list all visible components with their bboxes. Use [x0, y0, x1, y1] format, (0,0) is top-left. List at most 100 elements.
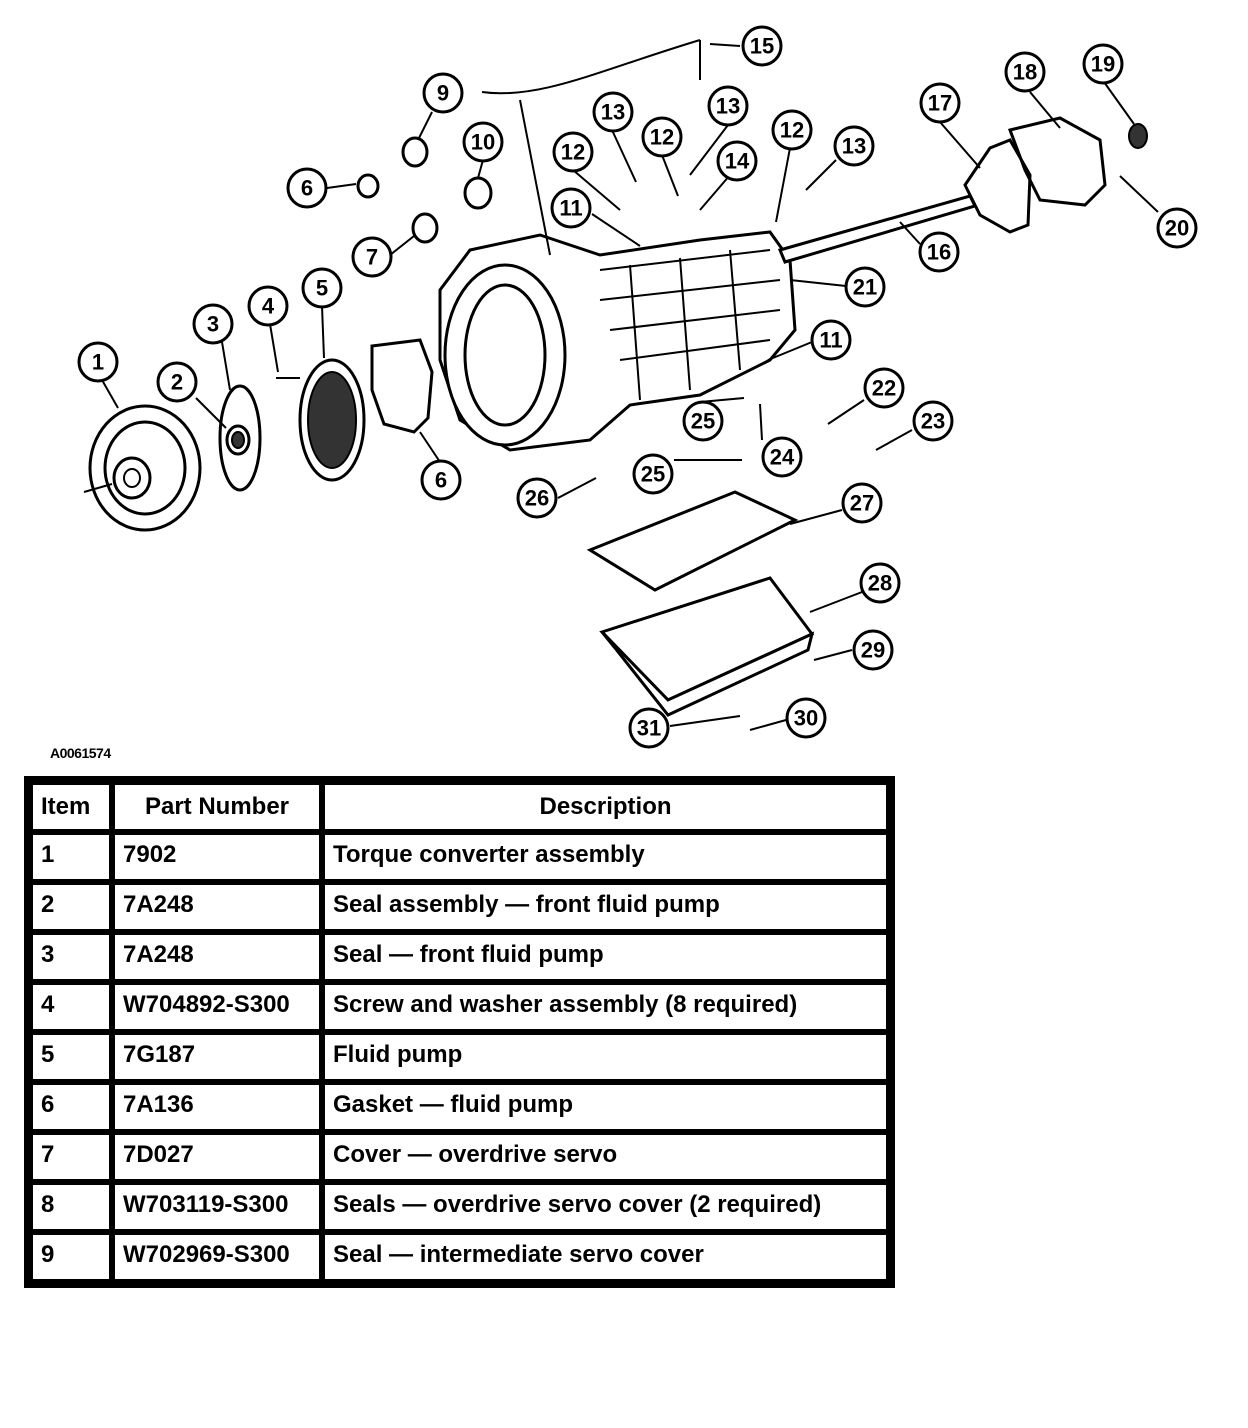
callout-7: 7: [351, 236, 393, 278]
svg-text:13: 13: [601, 100, 625, 125]
cell-part-number: 7A248: [112, 882, 322, 932]
cell-part-number: W702969-S300: [112, 1232, 322, 1282]
callout-10: 10: [462, 121, 504, 163]
callout-12-b: 12: [641, 116, 683, 158]
callout-31: 31: [628, 707, 670, 749]
cell-description: Seal — intermediate servo cover: [322, 1232, 889, 1282]
cell-part-number: W704892-S300: [112, 982, 322, 1032]
callout-18: 18: [1004, 51, 1046, 93]
cell-part-number: 7G187: [112, 1032, 322, 1082]
svg-text:1: 1: [92, 350, 104, 375]
svg-text:15: 15: [750, 34, 774, 59]
svg-text:21: 21: [853, 275, 877, 300]
svg-text:19: 19: [1091, 52, 1115, 77]
cell-description: Fluid pump: [322, 1032, 889, 1082]
callout-16: 16: [918, 231, 960, 273]
table-row: 1 7902 Torque converter assembly: [30, 832, 889, 882]
svg-text:26: 26: [525, 486, 549, 511]
callout-20: 20: [1156, 207, 1198, 249]
cell-item: 1: [30, 832, 112, 882]
fluid-lines: [481, 39, 701, 256]
callout-9: 9: [422, 72, 464, 114]
callout-13-b: 13: [707, 85, 749, 127]
pump-gasket: [370, 338, 434, 434]
callout-11-upper: 11: [550, 187, 592, 229]
cell-description: Gasket — fluid pump: [322, 1082, 889, 1132]
svg-text:9: 9: [437, 81, 449, 106]
svg-text:23: 23: [921, 409, 945, 434]
svg-text:10: 10: [471, 130, 495, 155]
svg-text:28: 28: [868, 571, 892, 596]
parts-table: Item Part Number Description 1 7902 Torq…: [24, 776, 895, 1288]
svg-text:2: 2: [171, 370, 183, 395]
callout-13-c: 13: [833, 125, 875, 167]
svg-text:18: 18: [1013, 60, 1037, 85]
callout-19: 19: [1082, 43, 1124, 85]
svg-text:12: 12: [650, 125, 674, 150]
exploded-transmission-diagram: 1 2 3 4 5 6 6 7 8 9 10 11 11 12 12 12 13…: [77, 25, 1198, 749]
callout-4: 4: [247, 285, 289, 327]
svg-text:5: 5: [316, 276, 328, 301]
header-part-number: Part Number: [112, 782, 322, 832]
header-item: Item: [30, 782, 112, 832]
svg-text:13: 13: [842, 134, 866, 159]
callout-13-a: 13: [592, 91, 634, 133]
cell-item: 2: [30, 882, 112, 932]
callout-2: 2: [156, 361, 198, 403]
fluid-pump: [276, 358, 366, 482]
svg-text:30: 30: [794, 706, 818, 731]
svg-text:6: 6: [301, 176, 313, 201]
table-header-row: Item Part Number Description: [30, 782, 889, 832]
callout-27: 27: [841, 482, 883, 524]
svg-text:12: 12: [561, 140, 585, 165]
callout-25-upper: 25: [682, 400, 724, 442]
svg-text:7: 7: [366, 245, 378, 270]
svg-text:29: 29: [861, 638, 885, 663]
cell-description: Seals — overdrive servo cover (2 require…: [322, 1182, 889, 1232]
cell-item: 8: [30, 1182, 112, 1232]
svg-text:16: 16: [927, 240, 951, 265]
callout-5: 5: [301, 267, 343, 309]
svg-text:22: 22: [872, 376, 896, 401]
svg-text:6: 6: [435, 468, 447, 493]
cell-item: 7: [30, 1132, 112, 1182]
table-row: 4 W704892-S300 Screw and washer assembly…: [30, 982, 889, 1032]
callout-24: 24: [761, 436, 803, 478]
cell-item: 5: [30, 1032, 112, 1082]
svg-text:14: 14: [725, 149, 750, 174]
cell-description: Torque converter assembly: [322, 832, 889, 882]
table-row: 6 7A136 Gasket — fluid pump: [30, 1082, 889, 1132]
oil-pan: [599, 576, 815, 717]
callout-1: 1: [77, 341, 119, 383]
table-row: 9 W702969-S300 Seal — intermediate servo…: [30, 1232, 889, 1282]
output-shaft: [777, 116, 1148, 264]
cell-item: 4: [30, 982, 112, 1032]
callout-14: 14: [716, 140, 758, 182]
table-row: 8 W703119-S300 Seals — overdrive servo c…: [30, 1182, 889, 1232]
cell-part-number: 7A248: [112, 932, 322, 982]
leader-lines: [101, 43, 1159, 731]
transmission-case: [438, 230, 797, 452]
cell-part-number: 7902: [112, 832, 322, 882]
svg-text:27: 27: [850, 491, 874, 516]
cell-description: Seal assembly — front fluid pump: [322, 882, 889, 932]
callout-15: 15: [741, 25, 783, 67]
cell-part-number: 7A136: [112, 1082, 322, 1132]
svg-text:3: 3: [207, 312, 219, 337]
callout-25-lower: 25: [632, 453, 674, 495]
callout-30: 30: [785, 697, 827, 739]
callout-26: 26: [516, 477, 558, 519]
cell-item: 3: [30, 932, 112, 982]
table-row: 2 7A248 Seal assembly — front fluid pump: [30, 882, 889, 932]
svg-text:17: 17: [928, 91, 952, 116]
figure-id: A0061574: [50, 745, 111, 761]
callout-23: 23: [912, 400, 954, 442]
svg-text:31: 31: [637, 716, 661, 741]
svg-text:11: 11: [559, 196, 582, 221]
svg-text:25: 25: [691, 409, 715, 434]
svg-text:11: 11: [819, 328, 842, 353]
cell-item: 6: [30, 1082, 112, 1132]
cell-item: 9: [30, 1232, 112, 1282]
svg-text:4: 4: [262, 294, 275, 319]
svg-text:13: 13: [716, 94, 740, 119]
